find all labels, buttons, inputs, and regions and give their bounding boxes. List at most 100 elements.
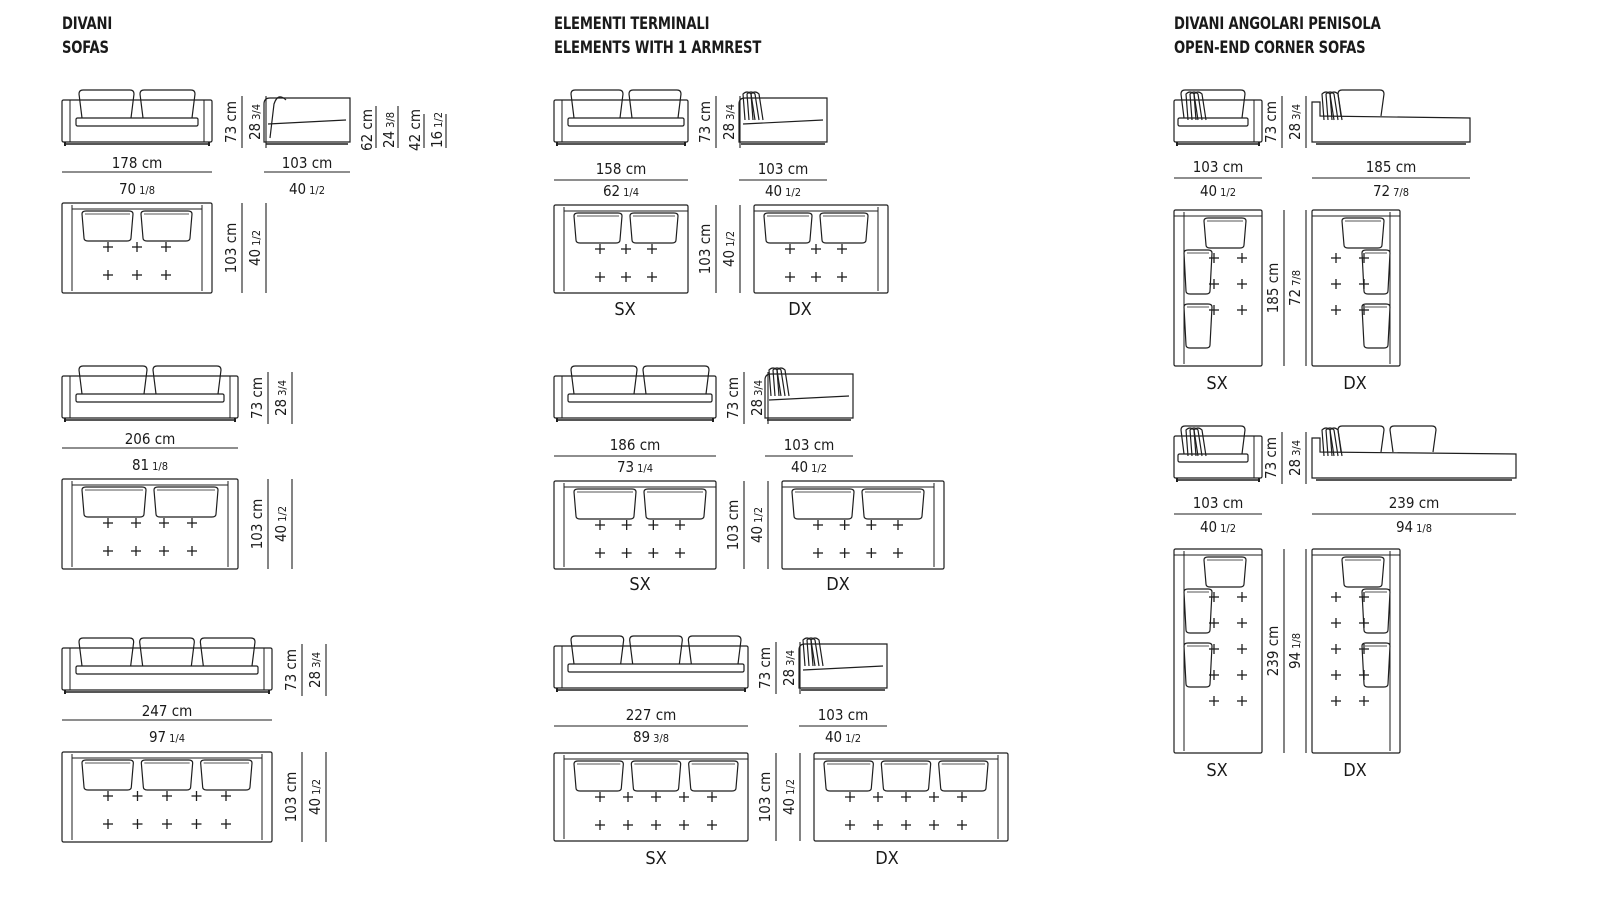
terminal-side-cm: 103 cm — [818, 706, 869, 724]
outline — [75, 117, 199, 127]
sofa-side-depth-in-fraction: 1/2 — [309, 184, 325, 197]
chaise-outline — [1311, 101, 1471, 143]
corner-header: DIVANI ANGOLARI PENISOLA OPEN-END CORNER… — [1174, 12, 1381, 60]
terminal-side-cm: 103 cm — [784, 436, 835, 454]
sofa-depth-cm: 103 cm — [248, 499, 266, 550]
terminal-side-in-whole: 40 — [825, 728, 842, 746]
cushion — [1341, 217, 1385, 249]
back-cushion — [1337, 425, 1385, 453]
corner-header-en: OPEN-END CORNER SOFAS — [1174, 38, 1366, 58]
chaise-outline — [1311, 437, 1517, 479]
terminal-width-in-fraction: 1/4 — [623, 186, 639, 199]
sofa-height-in: 283/4 — [272, 380, 290, 416]
terminal-depth-in-whole: 40 — [780, 798, 798, 815]
back-cushion — [139, 89, 196, 119]
cushion — [791, 488, 855, 520]
cushion — [140, 210, 193, 242]
outline — [61, 375, 239, 419]
sofa-depth-in-fraction: 1/2 — [276, 506, 289, 522]
outline — [781, 480, 945, 570]
sofa-depth-in-fraction: 1/2 — [250, 230, 263, 246]
sofa-depth-in: 401/2 — [306, 779, 324, 815]
cushion — [140, 759, 194, 791]
sofa-arm-height-in: 161/2 — [428, 112, 446, 148]
outline — [75, 393, 225, 403]
outline — [1311, 548, 1401, 754]
corner-right-in-whole: 94 — [1396, 518, 1413, 536]
sofas-header-en: SOFAS — [62, 38, 109, 58]
cushion — [1361, 588, 1391, 634]
corner-long-in: 727/8 — [1286, 270, 1304, 306]
cushion — [573, 760, 624, 792]
terminal-side-in-whole: 40 — [791, 458, 808, 476]
sofa-height-in-whole: 28 — [272, 399, 290, 416]
outline — [753, 204, 889, 294]
terminal-depth-in-fraction: 1/2 — [784, 779, 797, 795]
outline — [553, 480, 717, 570]
corner-right-in-fraction: 7/8 — [1393, 186, 1409, 199]
outline — [567, 393, 713, 403]
cushion — [1361, 642, 1391, 688]
sofa-height-in: 283/4 — [306, 652, 324, 688]
pillow — [806, 637, 820, 667]
back-cushion — [642, 365, 710, 395]
sofas-header-it: DIVANI — [62, 14, 113, 34]
cushion — [643, 488, 707, 520]
terminal-height-in-whole: 28 — [720, 123, 738, 140]
terminal-height-in-whole: 28 — [780, 669, 798, 686]
terminal-side-in-fraction: 1/2 — [845, 732, 861, 745]
back-cushion — [152, 365, 222, 395]
pillow — [1189, 427, 1203, 457]
sofas-header: DIVANI SOFAS — [62, 12, 112, 60]
sofa-side-depth-cm: 103 cm — [282, 154, 333, 172]
outline — [813, 752, 1009, 842]
pillow — [776, 367, 790, 397]
terminal-width-cm: 158 cm — [596, 160, 647, 178]
terminal-height-in: 283/4 — [780, 650, 798, 686]
seat-line — [768, 395, 850, 401]
cushion — [629, 212, 679, 244]
outline — [1173, 548, 1263, 754]
sofa-depth-in-whole: 40 — [272, 525, 290, 542]
outline — [61, 647, 273, 691]
outline — [1311, 209, 1401, 367]
corner-right-cm: 185 cm — [1366, 158, 1417, 176]
outline — [1173, 209, 1263, 367]
corner-left-cm: 103 cm — [1193, 494, 1244, 512]
terminal-width-in-fraction: 1/4 — [637, 462, 653, 475]
outline — [1177, 117, 1249, 127]
sofa-depth-in-whole: 40 — [306, 798, 324, 815]
outline — [61, 478, 239, 570]
sofa-seat-height-cm: 62 cm — [358, 109, 376, 151]
cushion — [819, 212, 869, 244]
terminal-height-in-fraction: 3/4 — [724, 104, 737, 120]
side-outline — [798, 643, 888, 689]
cushion — [880, 760, 932, 792]
outline — [553, 204, 689, 294]
pillow — [1325, 91, 1339, 121]
pillow — [772, 367, 786, 397]
sofa-height-in-fraction: 3/4 — [310, 652, 323, 668]
back-cushion — [570, 365, 638, 395]
pillow — [746, 91, 760, 121]
sofa-seat-height-in-fraction: 3/8 — [384, 112, 397, 128]
cushion — [1361, 249, 1391, 295]
cushion — [688, 760, 739, 792]
terminal-sx-label: SX — [614, 299, 635, 320]
sofa-height-in-whole: 28 — [306, 671, 324, 688]
terminal-depth-in-fraction: 1/2 — [724, 231, 737, 247]
terminal-side-in-whole: 40 — [765, 182, 782, 200]
back-cushion — [1337, 89, 1385, 117]
cushion — [938, 760, 989, 792]
outline — [553, 645, 749, 689]
